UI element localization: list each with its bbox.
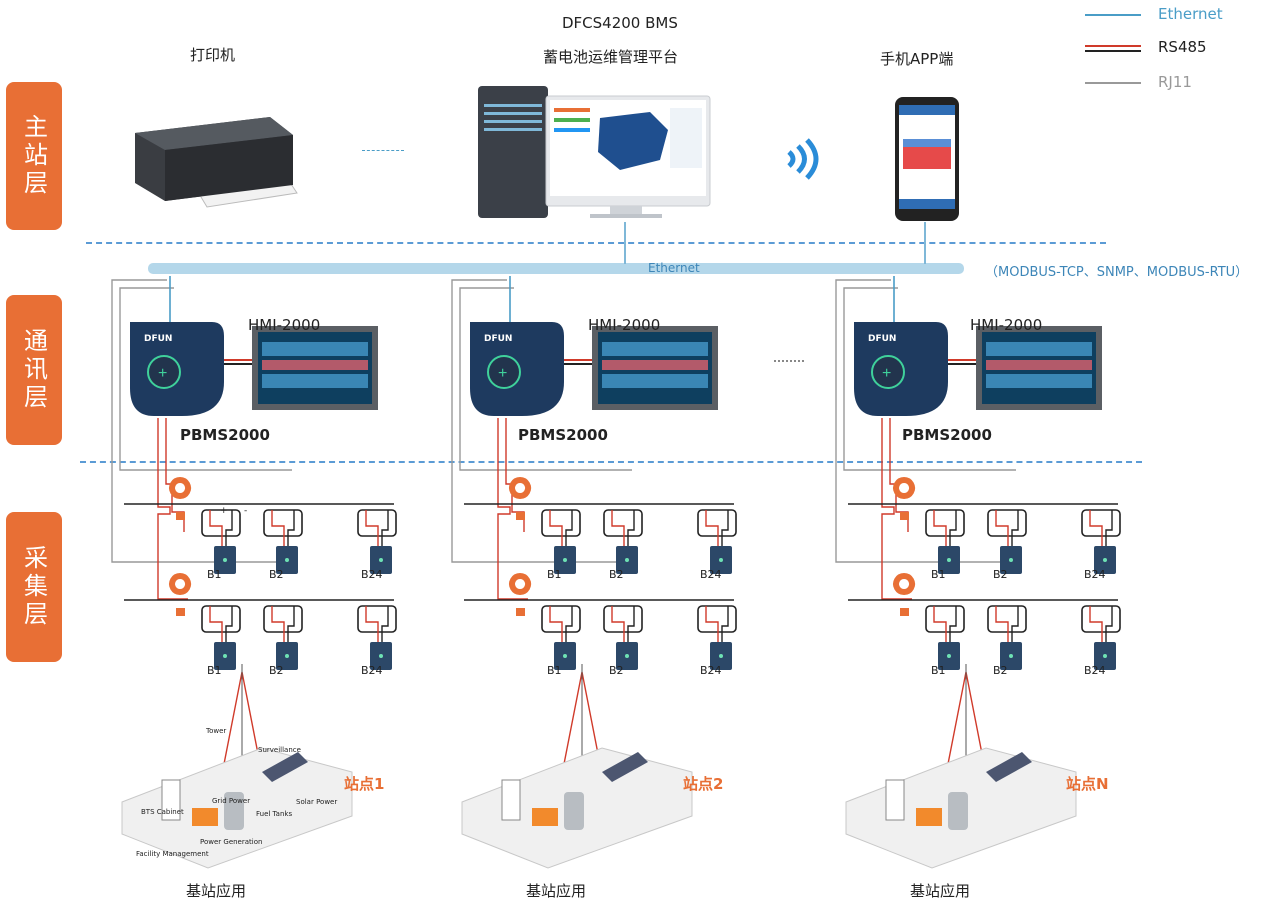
layer-tab-comm: 通讯层 — [6, 295, 62, 445]
site-part-label: Tower — [206, 727, 227, 735]
battery-label: B2 — [609, 664, 624, 677]
site-caption: 基站应用 — [186, 882, 247, 900]
hmi-label: HMI-2000 — [970, 316, 1043, 334]
legend-ethernet-label: Ethernet — [1158, 5, 1223, 23]
platform-bus-link — [624, 222, 626, 264]
protocol-label: （MODBUS-TCP、SNMP、MODBUS-RTU） — [985, 265, 1249, 280]
platform-subtitle: 蓄电池运维管理平台 — [543, 48, 679, 66]
hmi-label: HMI-2000 — [588, 316, 661, 334]
site-caption: 基站应用 — [526, 882, 587, 900]
battery-label: B2 — [993, 568, 1008, 581]
layer-divider — [80, 461, 1142, 463]
hmi-label: HMI-2000 — [248, 316, 321, 334]
pbms-label: PBMS2000 — [518, 426, 608, 444]
printer-icon — [135, 117, 298, 208]
layer-label: 通讯层 — [19, 328, 48, 412]
smartphone-icon — [895, 97, 959, 221]
legend-rj11-line — [1085, 82, 1141, 84]
battery-label: B24 — [700, 664, 722, 677]
battery-label: B1 — [931, 568, 946, 581]
battery-label: B2 — [269, 568, 284, 581]
layer-tab-master: 主站层 — [6, 82, 62, 230]
brand-label: DFUN — [484, 334, 513, 344]
ethernet-bus — [148, 263, 964, 274]
battery-label: B2 — [609, 568, 624, 581]
battery-label: B24 — [361, 664, 383, 677]
wireless-signal-icon — [787, 138, 819, 180]
site-part-label: Facility Management — [136, 850, 209, 858]
legend-rs485-line-black — [1085, 50, 1141, 52]
battery-label: B24 — [1084, 664, 1106, 677]
brand-label: DFUN — [144, 334, 173, 344]
polarity-plus: + — [220, 506, 228, 516]
layer-tab-collect: 采集层 — [6, 512, 62, 662]
battery-label: B1 — [547, 568, 562, 581]
battery-label: B24 — [700, 568, 722, 581]
battery-label: B24 — [1084, 568, 1106, 581]
layer-divider — [86, 242, 1106, 244]
site-part-label: Power Generation — [200, 838, 263, 846]
printer-ellipsis-line — [362, 150, 404, 151]
legend-rj11-label: RJ11 — [1158, 73, 1192, 91]
battery-label: B1 — [931, 664, 946, 677]
battery-label: B1 — [207, 664, 222, 677]
bus-label: Ethernet — [648, 261, 700, 275]
pbms-label: PBMS2000 — [902, 426, 992, 444]
battery-label: B24 — [361, 568, 383, 581]
server-computer-icon — [478, 86, 711, 218]
site-part-label: Surveillance — [258, 746, 301, 754]
phone-bus-link — [924, 222, 926, 264]
legend-ethernet-line — [1085, 14, 1141, 16]
battery-label: B2 — [269, 664, 284, 677]
site-part-label: Fuel Tanks — [256, 810, 293, 818]
layer-label: 主站层 — [19, 114, 48, 198]
site-name: 站点1 — [344, 775, 385, 793]
printer-label: 打印机 — [190, 46, 236, 64]
site-name: 站点N — [1066, 775, 1109, 793]
pbms-label: PBMS2000 — [180, 426, 270, 444]
brand-label: DFUN — [868, 334, 897, 344]
station-ellipsis — [774, 360, 804, 362]
site-part-label: Solar Power — [296, 798, 338, 806]
battery-label: B2 — [993, 664, 1008, 677]
site-caption: 基站应用 — [910, 882, 971, 900]
phone-label: 手机APP端 — [880, 50, 954, 68]
battery-label: B1 — [547, 664, 562, 677]
site-part-label: Grid Power — [212, 797, 251, 805]
polarity-minus: - — [244, 506, 248, 516]
legend-rs485-label: RS485 — [1158, 38, 1207, 56]
platform-title: DFCS4200 BMS — [562, 14, 678, 32]
legend-rs485-line-red — [1085, 45, 1141, 47]
site-name: 站点2 — [683, 775, 724, 793]
site-part-label: BTS Cabinet — [141, 808, 184, 816]
layer-label: 采集层 — [19, 545, 48, 629]
battery-label: B1 — [207, 568, 222, 581]
